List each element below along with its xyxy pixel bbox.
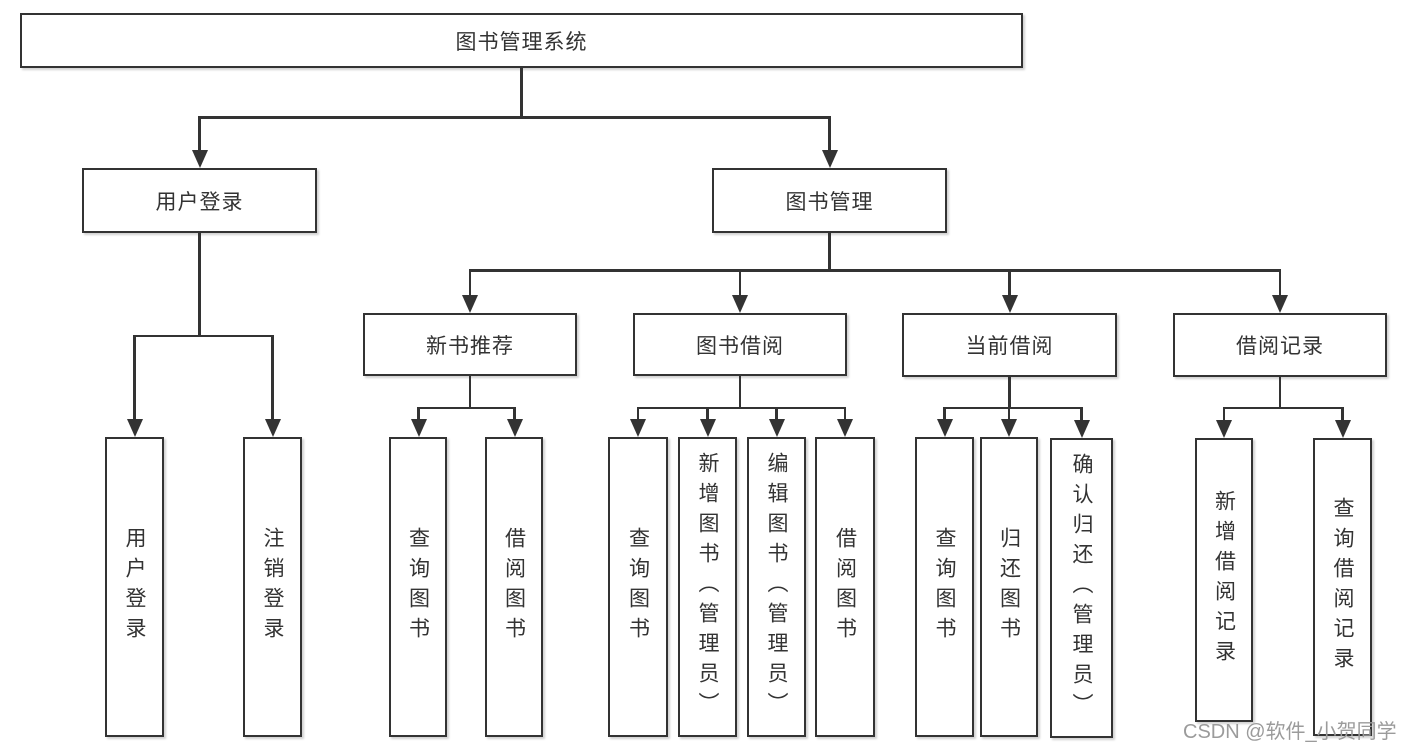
leaf-label: 归还图书 (997, 527, 1021, 647)
edge-book-mgmt-stem (828, 233, 831, 271)
edge-new-book-rec-bar (417, 406, 516, 409)
node-label: 当前借阅 (965, 335, 1054, 358)
edge-user-login-bar (133, 334, 274, 337)
leaf-label: 查询图书 (933, 527, 956, 647)
edge-current-borrow-stem (1008, 377, 1011, 409)
leaf-user-login: 用户登录 (105, 437, 164, 737)
leaf-label: 查询图书 (626, 527, 650, 647)
node-borrow-records: 借阅记录 (1173, 313, 1387, 377)
csdn-watermark: CSDN @软件_小贺同学 (1183, 721, 1397, 743)
arrow-down-icon (264, 419, 281, 437)
node-label: 新书推荐 (426, 334, 514, 358)
leaf-label: 注销登录 (261, 527, 284, 647)
edge-to-leaf (1341, 406, 1344, 423)
leaf-bb-edit-book: 编辑图书（管理员） (747, 437, 806, 737)
node-label: 图书管理系统 (455, 30, 588, 54)
edge-to-leaf (943, 406, 946, 423)
node-root: 图书管理系统 (20, 13, 1023, 68)
leaf-nbr-borrow-book: 借阅图书 (485, 437, 543, 737)
leaf-bb-add-book: 新增图书（管理员） (678, 437, 737, 737)
edge-to-borrow-records (1278, 269, 1282, 298)
leaf-label: 编辑图书（管理员） (765, 452, 788, 722)
node-current-borrow: 当前借阅 (902, 313, 1117, 377)
arrow-down-icon (410, 419, 427, 437)
edge-user-login-stem (198, 233, 201, 337)
leaf-label: 查询借阅记录 (1331, 497, 1354, 677)
edge-to-leaf-user-login (133, 334, 136, 423)
edge-to-leaf (636, 406, 640, 423)
edge-to-leaf (843, 406, 847, 423)
edge-current-borrow-bar (943, 406, 1083, 409)
edge-to-leaf (1080, 406, 1083, 423)
arrow-down-icon (506, 419, 523, 437)
edge-root-to-user-login (198, 116, 201, 153)
leaf-logout: 注销登录 (243, 437, 302, 737)
edge-borrow-records-stem (1278, 377, 1282, 409)
edge-to-leaf (513, 406, 516, 423)
node-book-management: 图书管理 (712, 168, 947, 233)
arrow-down-icon (837, 419, 853, 437)
arrow-down-icon (821, 150, 838, 168)
arrow-down-icon (630, 419, 646, 437)
leaf-label: 借阅图书 (833, 527, 857, 647)
node-label: 用户登录 (155, 190, 244, 214)
arrow-down-icon (1001, 295, 1018, 313)
arrow-down-icon (699, 419, 716, 437)
node-book-borrow: 图书借阅 (633, 313, 847, 376)
arrow-down-icon (1334, 420, 1351, 438)
edge-to-leaf (706, 406, 709, 423)
edge-to-leaf-logout (271, 334, 274, 423)
arrow-down-icon (732, 295, 748, 313)
leaf-label: 确认归还（管理员） (1070, 453, 1093, 723)
edge-root-bar (198, 116, 831, 119)
leaf-br-add-record: 新增借阅记录 (1195, 438, 1253, 722)
edge-new-book-rec-stem (468, 376, 472, 409)
edge-book-mgmt-bar (468, 269, 1282, 272)
leaf-nbr-query-book: 查询图书 (389, 437, 447, 737)
node-label: 图书管理 (785, 190, 874, 214)
edge-book-borrow-bar (636, 406, 847, 409)
leaf-label: 新增借阅记录 (1212, 490, 1236, 670)
arrow-down-icon (1001, 419, 1017, 437)
leaf-label: 借阅图书 (502, 527, 526, 647)
node-label: 借阅记录 (1236, 335, 1324, 358)
edge-to-current-borrow (1008, 269, 1011, 298)
arrow-down-icon (1216, 420, 1232, 438)
arrow-down-icon (126, 419, 143, 437)
arrow-down-icon (1272, 295, 1288, 313)
leaf-bb-borrow-book: 借阅图书 (815, 437, 875, 737)
edge-to-book-borrow (738, 269, 742, 298)
node-new-book-recommend: 新书推荐 (363, 313, 577, 376)
edge-to-leaf (1007, 406, 1011, 423)
arrow-down-icon (191, 150, 208, 168)
leaf-label: 查询图书 (406, 527, 430, 647)
leaf-br-query-record: 查询借阅记录 (1313, 438, 1372, 736)
edge-book-borrow-stem (738, 376, 742, 409)
node-user-login: 用户登录 (82, 168, 317, 233)
leaf-cb-return-book: 归还图书 (980, 437, 1038, 737)
leaf-bb-query-book: 查询图书 (608, 437, 668, 737)
edge-to-new-book-rec (468, 269, 472, 298)
edge-to-leaf (1222, 406, 1226, 423)
edge-root-stem (520, 68, 523, 118)
arrow-down-icon (462, 295, 478, 313)
edge-to-leaf (417, 406, 420, 423)
edge-root-to-book-mgmt (828, 116, 831, 153)
leaf-cb-confirm-return: 确认归还（管理员） (1050, 438, 1113, 738)
leaf-label: 用户登录 (123, 527, 146, 647)
arrow-down-icon (1073, 420, 1090, 438)
node-label: 图书借阅 (696, 334, 784, 358)
edge-borrow-records-bar (1222, 406, 1344, 409)
leaf-label: 新增图书（管理员） (696, 452, 719, 722)
leaf-cb-query-book: 查询图书 (915, 437, 974, 737)
edge-to-leaf (775, 406, 778, 423)
arrow-down-icon (768, 419, 785, 437)
arrow-down-icon (936, 419, 953, 437)
